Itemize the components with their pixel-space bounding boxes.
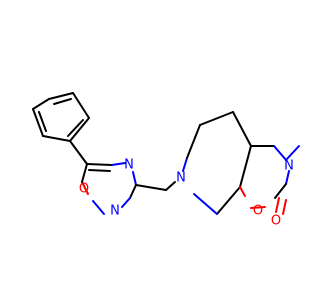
bond [111, 162, 126, 166]
bond [42, 135, 71, 142]
bond-double [38, 111, 47, 132]
bond [86, 163, 113, 166]
bond-double [53, 98, 72, 105]
bond [273, 145, 287, 161]
bond [81, 181, 89, 195]
bond [69, 140, 88, 165]
bond [92, 200, 105, 215]
azepane-ring [182, 111, 252, 215]
molecule-structure: N N O N N O O [32, 92, 300, 229]
bond [72, 92, 90, 119]
phenyl-ring [32, 92, 90, 142]
bond [32, 98, 50, 110]
bond [132, 171, 137, 186]
bond [69, 117, 90, 142]
bond [239, 186, 246, 197]
atom-n-oxadiazole: N [110, 204, 120, 219]
bond-double [88, 169, 111, 172]
bond [193, 193, 218, 215]
atom-o-ring: O [253, 204, 263, 219]
bond-carbonyl [275, 197, 280, 213]
bond-double [67, 119, 84, 137]
bond [48, 92, 74, 100]
bond [216, 186, 241, 215]
atom-n-azepane: N [176, 171, 186, 186]
bond [81, 163, 88, 183]
bond [239, 145, 252, 188]
atom-labels: N N O N N O O [79, 158, 294, 229]
atom-n-oxadiazole: N [124, 158, 134, 173]
oxazolidinone-ring [239, 145, 290, 209]
bond [135, 184, 167, 191]
bond [199, 111, 234, 126]
bond [165, 181, 176, 191]
bond [232, 111, 252, 147]
atom-n-oxazolidinone: N [284, 159, 294, 174]
bond [32, 108, 44, 137]
bond-double [121, 197, 131, 208]
bond-carbonyl [282, 199, 287, 215]
bond [274, 183, 287, 199]
bond [250, 206, 266, 209]
bond [129, 184, 137, 199]
bond [182, 157, 188, 172]
bond [186, 124, 201, 159]
bond-methyl [285, 145, 300, 161]
bond [285, 170, 290, 185]
oxadiazole-ring [81, 162, 137, 215]
atom-o-carbonyl: O [271, 214, 281, 229]
atom-o-oxadiazole: O [79, 182, 89, 197]
